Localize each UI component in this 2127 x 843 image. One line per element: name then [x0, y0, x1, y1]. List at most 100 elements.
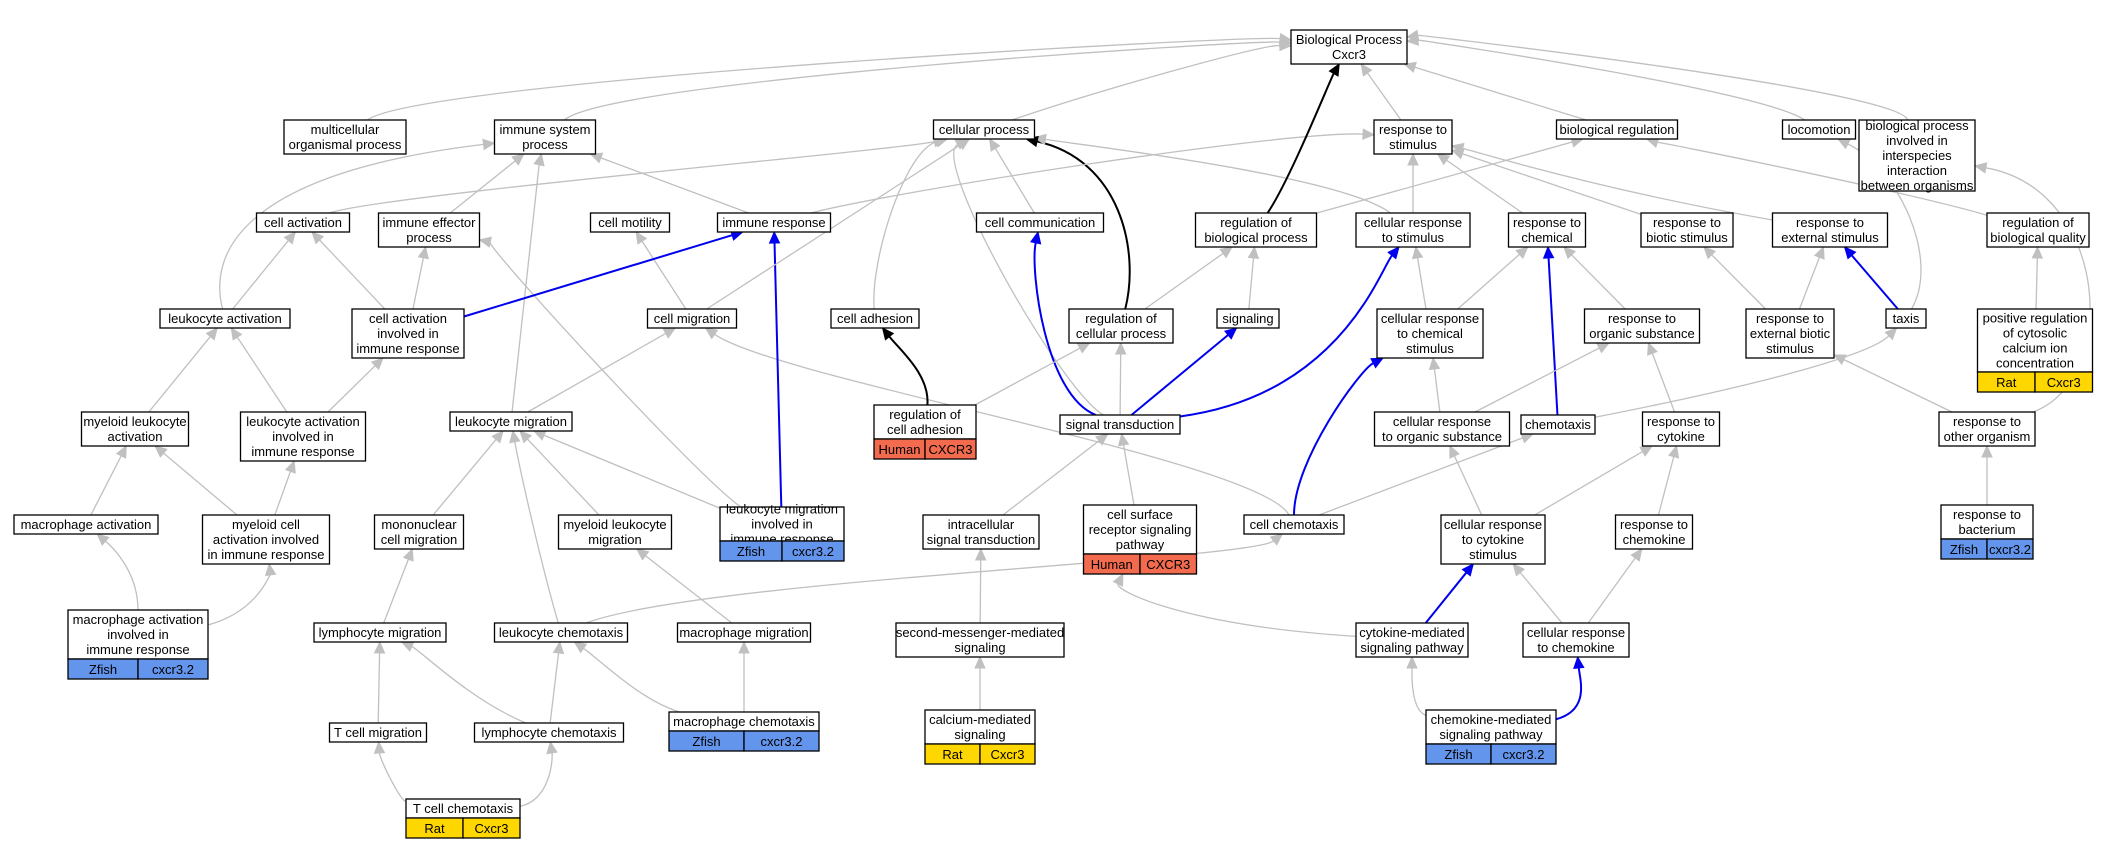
node-label-line: chemokine-mediated	[1431, 712, 1552, 727]
node-label-line: receptor signaling	[1089, 522, 1192, 537]
node-label-line: T cell migration	[334, 725, 422, 740]
node-tcm[interactable]: T cell migration	[328, 722, 428, 743]
node-cadh[interactable]: cell adhesion	[830, 308, 920, 329]
node-box	[1640, 212, 1734, 248]
node-taxis[interactable]: taxis	[1885, 308, 1927, 329]
node-cchemo[interactable]: cell chemotaxis	[1243, 514, 1345, 535]
edge-rtos-to-rtc	[1571, 254, 1626, 310]
node-label-line: cellular process	[1076, 326, 1167, 341]
node-macmig[interactable]: macrophage migration	[676, 622, 812, 643]
node-ccom[interactable]: cell communication	[975, 212, 1105, 233]
node-lmig[interactable]: leukocyte migration	[449, 411, 573, 432]
node-label-line: response to	[1608, 311, 1676, 326]
node-lchemo[interactable]: leukocyte chemotaxis	[493, 622, 629, 643]
node-cmig[interactable]: cell migration	[646, 308, 738, 329]
gene-cell	[781, 540, 845, 562]
edge-chmsp-to-crtchk-arrowhead	[1573, 655, 1585, 670]
node-label-line: cell motility	[598, 215, 662, 230]
node-cmot[interactable]: cell motility	[589, 212, 671, 233]
edge-rcp-to-rbp	[1144, 252, 1224, 310]
node-label-line: chemotaxis	[1525, 417, 1591, 432]
node-breg[interactable]: biological regulation	[1555, 119, 1679, 140]
node-chemo[interactable]: chemotaxis	[1520, 414, 1596, 435]
edge-crs-to-cp	[1045, 138, 1391, 214]
edge-macmig-to-mlm	[645, 555, 733, 624]
node-label-line: signaling	[954, 727, 1005, 742]
node-label-line: other organism	[1944, 429, 2031, 444]
node-box	[1858, 119, 1976, 192]
node-box	[1885, 308, 1927, 329]
node-ir[interactable]: immune response	[716, 212, 832, 233]
node-sig[interactable]: signaling	[1216, 308, 1280, 329]
node-loco[interactable]: locomotion	[1781, 119, 1857, 140]
node-label-line: to cytokine	[1462, 532, 1524, 547]
node-label-line: response to	[1756, 311, 1824, 326]
edge-rbp-to-breg	[1316, 141, 1573, 214]
node-label-line: immune system	[499, 122, 590, 137]
edge-rtebs-to-rtbs	[1711, 254, 1767, 310]
edge-cchemo-to-crcs	[1293, 362, 1374, 516]
node-la[interactable]: leukocyte activation	[159, 308, 291, 329]
node-cp[interactable]: cellular process	[932, 119, 1036, 140]
edge-st-to-ccom-arrowhead	[1029, 230, 1042, 245]
edge-cchemo-to-cmig-arrowhead	[704, 327, 719, 340]
node-label-line: myeloid cell	[232, 517, 300, 532]
node-ca[interactable]: cell activation	[255, 212, 351, 233]
edge-cmig-to-cmot-arrowhead	[635, 230, 648, 245]
node-st[interactable]: signal transduction	[1059, 414, 1181, 435]
node-label-line: chemokine	[1623, 532, 1686, 547]
node-macact[interactable]: macrophage activation	[13, 514, 159, 535]
edge-st-to-cp	[953, 143, 1104, 416]
edge-cair-to-ir	[463, 234, 733, 318]
edge-cair-to-ca	[319, 239, 386, 310]
edge-rts-to-bp-arrowhead	[1360, 63, 1373, 77]
node-label-line: cell migration	[654, 311, 731, 326]
node-lymig[interactable]: lymphocyte migration	[313, 622, 447, 643]
node-label-line: process	[522, 137, 568, 152]
edge-lchemo-to-cchemo	[585, 540, 1275, 624]
node-lych[interactable]: lymphocyte chemotaxis	[473, 722, 625, 743]
